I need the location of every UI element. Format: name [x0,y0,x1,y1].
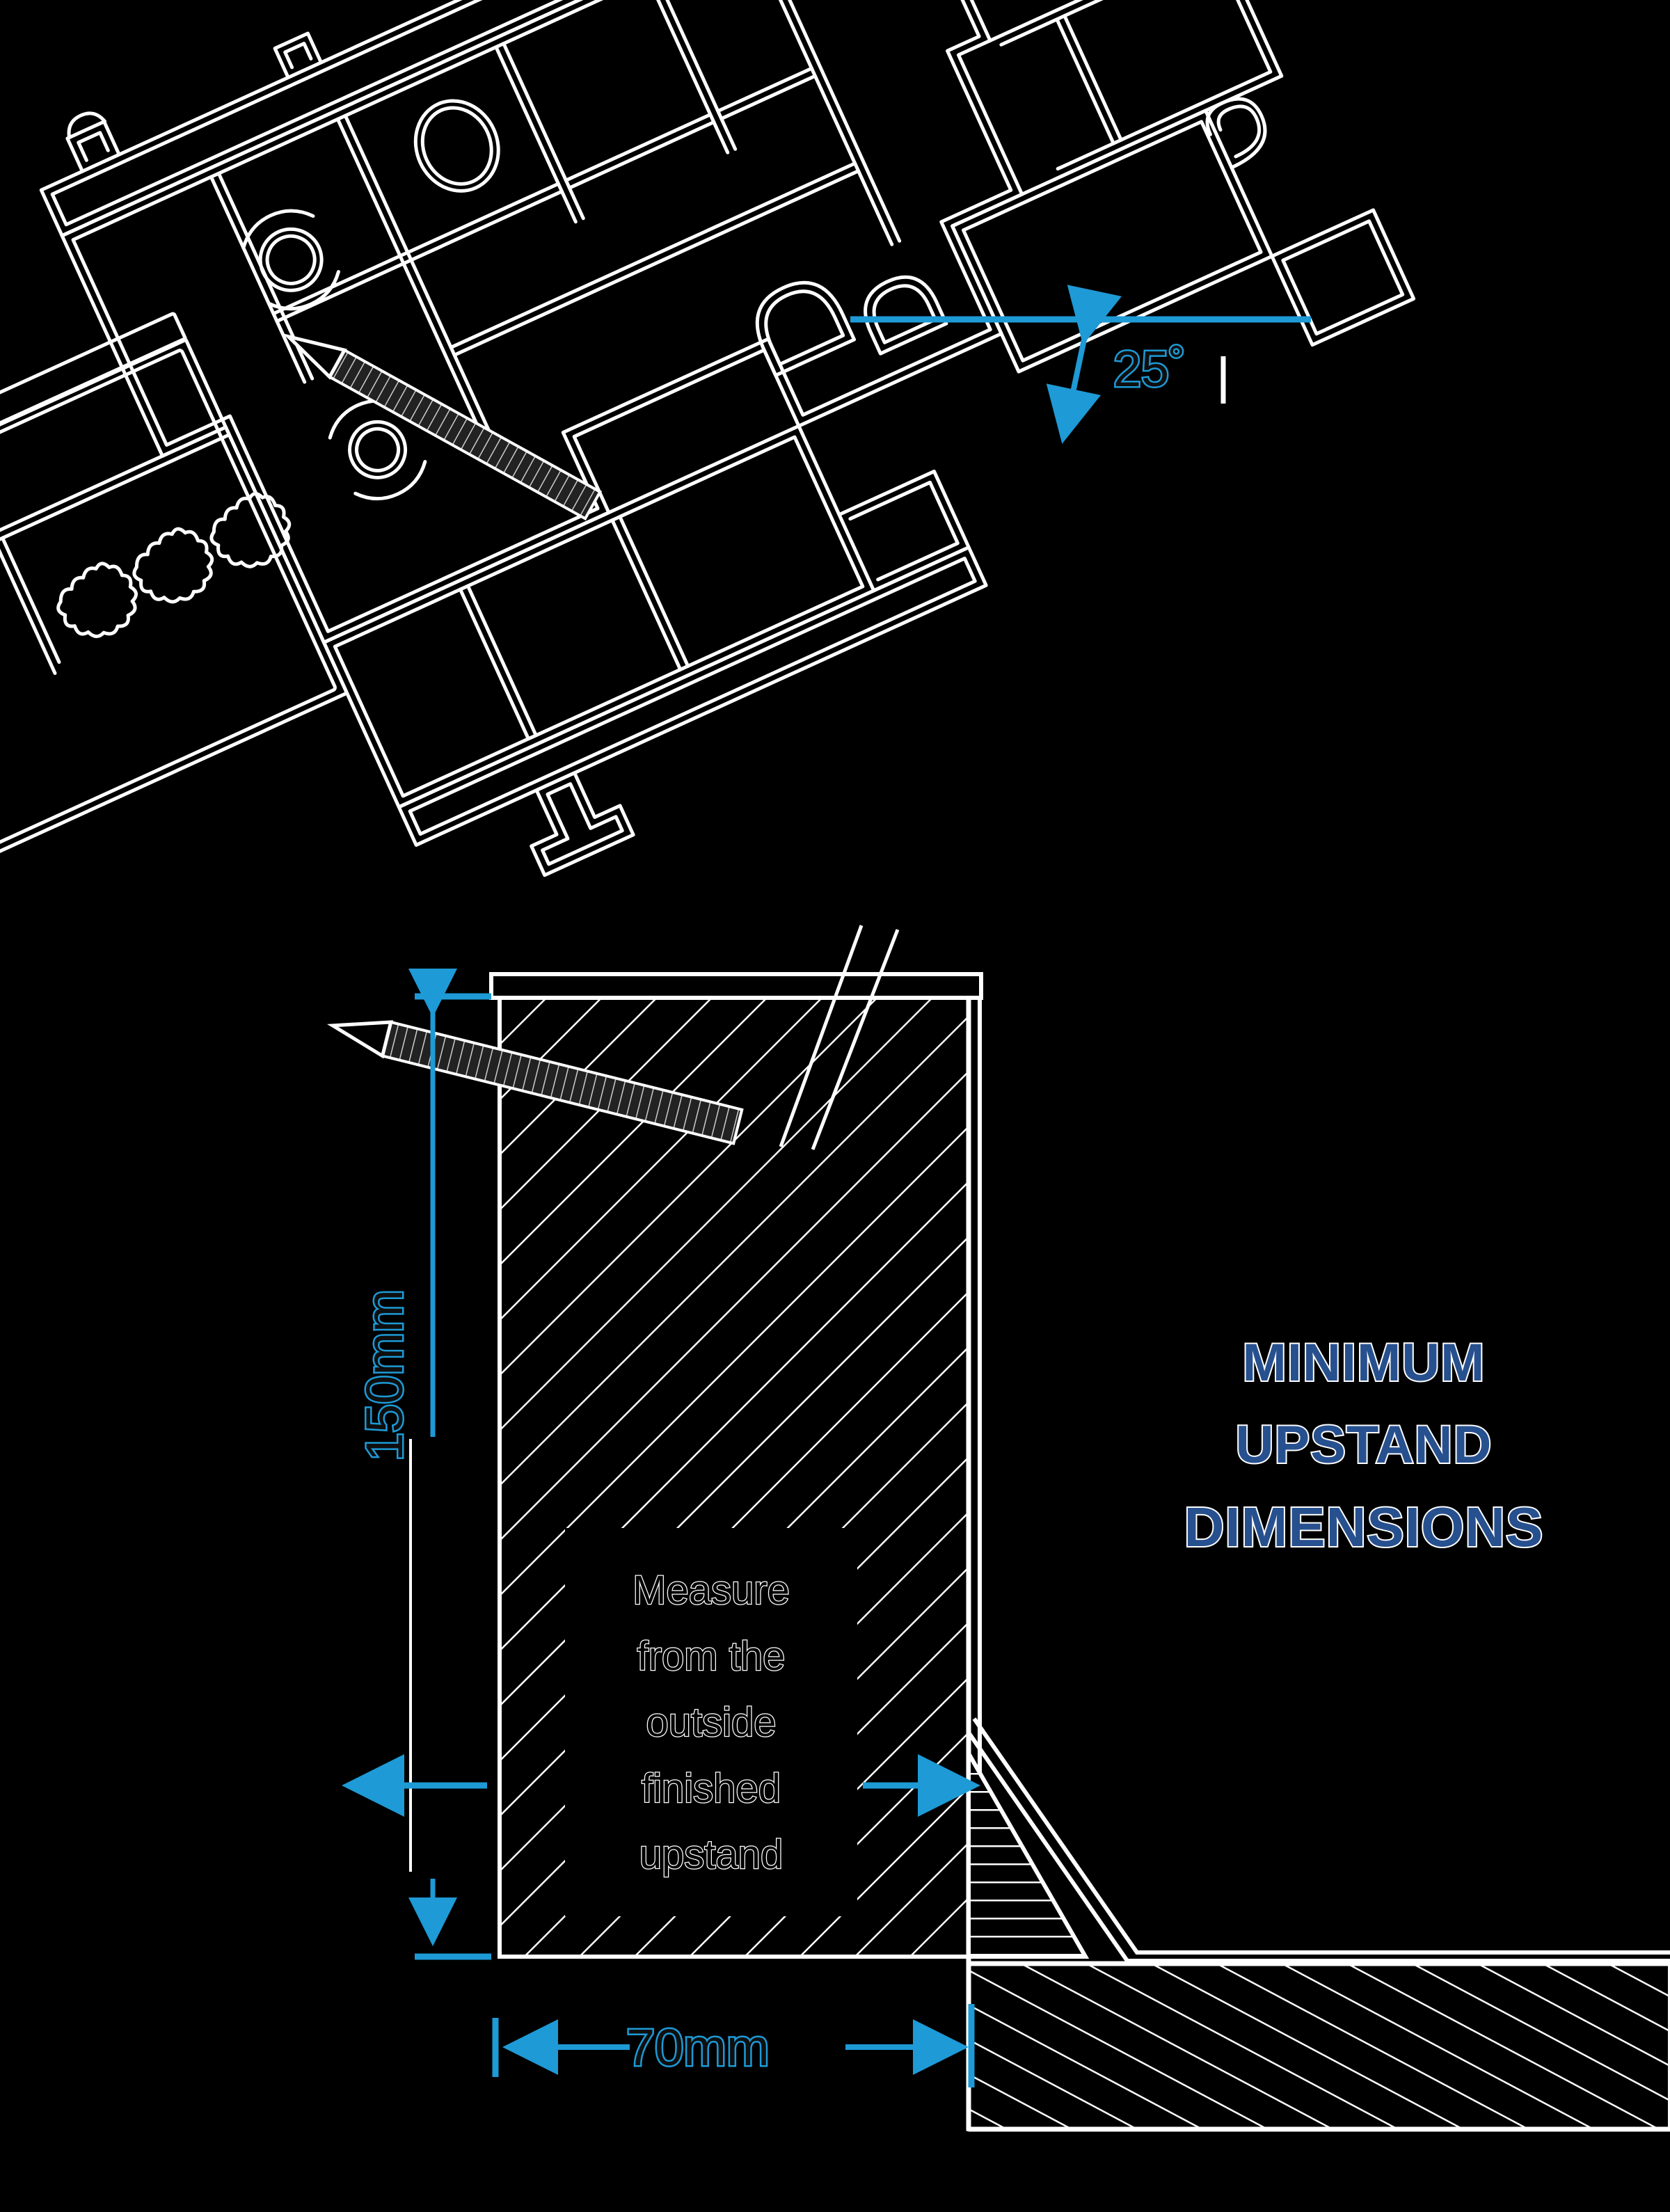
upstand-top-plate [489,972,983,1000]
sill-drainage-chambers [321,424,988,877]
fixing-screw-upper [283,333,603,521]
glazing-bead-right [951,0,1416,374]
roof-membrane-line [967,1731,1670,1963]
roof-deck-slab [967,1962,1670,2131]
fixing-screw-lower [326,925,900,1150]
angle-arrow [1046,285,1122,444]
rooflight-profile-assembly [0,0,1416,914]
dimension-height-150 [408,969,491,1960]
capping-rail [39,0,906,238]
callout-line-4: finished [641,1765,781,1812]
callout-line-2: from the [636,1632,786,1680]
dimension-width-70 [492,2004,975,2087]
callout-line-5: upstand [639,1831,784,1878]
fillet-triangle [967,1745,1090,1959]
thermal-break-gaskets [0,425,292,675]
measure-callout-box: Measure from the outside finished upstan… [565,1528,857,1916]
main-frame-extrusion [60,0,1024,644]
callout-line-3: outside [645,1698,777,1746]
glazing-unit [0,312,348,914]
callout-line-1: Measure [632,1566,790,1614]
dimension-angle [850,285,1311,444]
roof-deck-substrate [966,1717,1670,2132]
sealing-gasket-bulbs [755,275,948,377]
